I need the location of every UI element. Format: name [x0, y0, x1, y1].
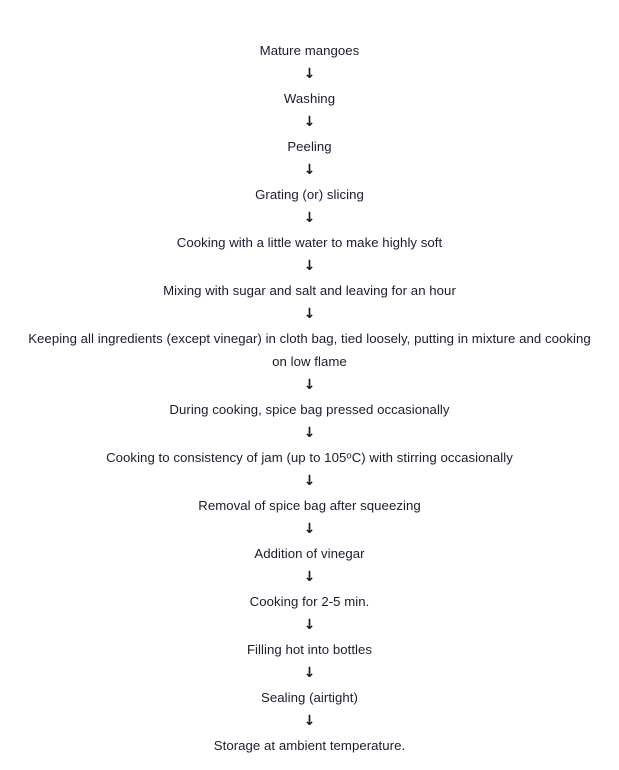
arrow-down-icon: ↓ — [303, 425, 316, 441]
arrow-down-icon: ↓ — [303, 713, 316, 729]
flow-step: Keeping all ingredients (except vinegar)… — [28, 331, 591, 369]
degree-symbol: o — [346, 450, 352, 462]
arrow-down-icon: ↓ — [303, 569, 316, 585]
arrow-down-icon: ↓ — [303, 258, 316, 274]
flow-step: Addition of vinegar — [254, 546, 365, 561]
flow-step: Mixing with sugar and salt and leaving f… — [163, 283, 456, 298]
flow-step: Grating (or) slicing — [255, 187, 364, 202]
arrow-down-icon: ↓ — [303, 162, 316, 178]
arrow-down-icon: ↓ — [303, 114, 316, 130]
arrow-down-icon: ↓ — [303, 66, 316, 82]
flow-step: Removal of spice bag after squeezing — [198, 498, 421, 513]
flow-step: Filling hot into bottles — [246, 642, 373, 657]
arrow-down-icon: ↓ — [303, 210, 316, 226]
flow-step: Cooking with a little water to make high… — [176, 235, 443, 250]
flow-step: Washing — [283, 91, 336, 106]
arrow-down-icon: ↓ — [303, 521, 316, 537]
flow-step: Mature mangoes — [259, 43, 360, 58]
flow-step: During cooking, spice bag pressed occasi… — [169, 402, 450, 417]
flow-step: Peeling — [287, 139, 332, 154]
arrow-down-icon: ↓ — [303, 665, 316, 681]
arrow-down-icon: ↓ — [303, 377, 316, 393]
flow-step: Cooking for 2-5 min. — [249, 594, 370, 609]
arrow-down-icon: ↓ — [303, 617, 316, 633]
arrow-down-icon: ↓ — [303, 306, 316, 322]
flow-step: Cooking to consistency of jam (up to 105… — [106, 450, 513, 465]
flow-step: Storage at ambient temperature. — [213, 738, 406, 753]
flow-step: Sealing (airtight) — [261, 690, 358, 705]
arrow-down-icon: ↓ — [303, 473, 316, 489]
